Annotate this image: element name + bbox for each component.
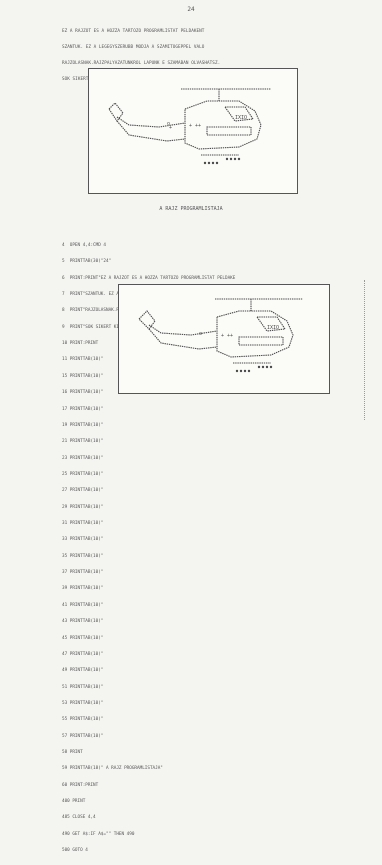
helicopter-drawing: IXIO + ++ o +	[108, 88, 271, 165]
listing-line: 5 PRINTTAB(30)"24"	[62, 259, 112, 265]
listing-line: 45 PRINTTAB(10)"	[62, 635, 104, 641]
listing-line: 11 PRINTTAB(10)"	[62, 357, 104, 363]
listing-line: 53 PRINTTAB(10)"	[62, 700, 104, 706]
page-number: 24	[187, 6, 195, 13]
listing-line: 55 PRINTTAB(10)"	[62, 717, 104, 723]
listing-line: 490 GET A$:IF A$="" THEN 490	[62, 831, 135, 837]
helicopter-drawing-frame: IXIO + ++ o +	[88, 68, 298, 194]
listing-line: 39 PRINTTAB(10)"	[62, 586, 104, 592]
listing-line: 23 PRINTTAB(10)"	[62, 455, 104, 461]
scan-artifact	[364, 280, 368, 420]
svg-text:+ ++: + ++	[221, 333, 233, 339]
listing-line: 37 PRINTTAB(10)"	[62, 570, 104, 576]
svg-text:IXIO: IXIO	[235, 115, 247, 121]
listing-line: 485 CLOSE 4,4	[62, 815, 96, 821]
listing-line: 29 PRINTTAB(10)"	[62, 504, 104, 510]
listing-line: 19 PRINTTAB(10)"	[62, 422, 104, 428]
listing-line: 35 PRINTTAB(10)"	[62, 553, 104, 559]
listing-line: 25 PRINTTAB(10)"	[62, 471, 104, 477]
listing-line: 27 PRINTTAB(10)"	[62, 488, 104, 494]
listing-line: 43 PRINTTAB(10)"	[62, 619, 104, 625]
listing-line: 500 GOTO 4	[62, 848, 88, 854]
listing-helicopter-frame: IXIO + ++ o	[118, 284, 330, 394]
listing-line: 21 PRINTTAB(10)"	[62, 439, 104, 445]
intro-line: EZ A RAJZOT ES A HOZZA TARTOZO PROGRAMLI…	[62, 28, 205, 34]
listing-helicopter-drawing: IXIO + ++ o	[138, 298, 303, 373]
intro-line: SZANTUK. EZ A LEGEGYSZERUBB MODJA A SZAM…	[62, 45, 205, 51]
listing-line: 41 PRINTTAB(10)"	[62, 602, 104, 608]
listing-line: 49 PRINTTAB(10)"	[62, 668, 104, 674]
listing-line: 6 PRINT:PRINT"EZ A RAJZOT ES A HOZZA TAR…	[62, 275, 236, 281]
svg-text:+: +	[169, 125, 172, 131]
document-page: 24 EZ A RAJZOT ES A HOZZA TARTOZO PROGRA…	[62, 6, 368, 853]
intro-line: RAJZOLASNAK.RAJZPALYAZATUNKROL LAPUNK E …	[62, 61, 221, 67]
svg-text:IXIO: IXIO	[267, 325, 279, 331]
listing-line: 33 PRINTTAB(10)"	[62, 537, 104, 543]
listing-line: 47 PRINTTAB(10)"	[62, 651, 104, 657]
svg-text:o: o	[199, 331, 202, 337]
svg-text:+ ++: + ++	[189, 123, 201, 129]
listing-line: 4 OPEN 4,4:CMD 4	[62, 242, 106, 248]
figure-caption: A RAJZ PROGRAMLISTAJA	[159, 206, 223, 212]
listing-line: 57 PRINTTAB(10)"	[62, 733, 104, 739]
listing-line: 10 PRINT:PRINT	[62, 341, 99, 347]
listing-line: 59 PRINTTAB(18)" A RAJZ PROGRAMLISTAJA"	[62, 766, 163, 772]
listing-line: 58 PRINT	[62, 750, 83, 756]
listing-line: 400 PRINT	[62, 799, 86, 805]
listing-line: 31 PRINTTAB(10)"	[62, 521, 104, 527]
listing-line: 51 PRINTTAB(10)"	[62, 684, 104, 690]
listing-line: 16 PRINTTAB(10)"	[62, 390, 104, 396]
listing-line: 60 PRINT:PRINT	[62, 782, 99, 788]
listing-line: 15 PRINTTAB(10)"	[62, 373, 104, 379]
listing-line: 17 PRINTTAB(10)"	[62, 406, 104, 412]
svg-text:o: o	[167, 121, 170, 127]
